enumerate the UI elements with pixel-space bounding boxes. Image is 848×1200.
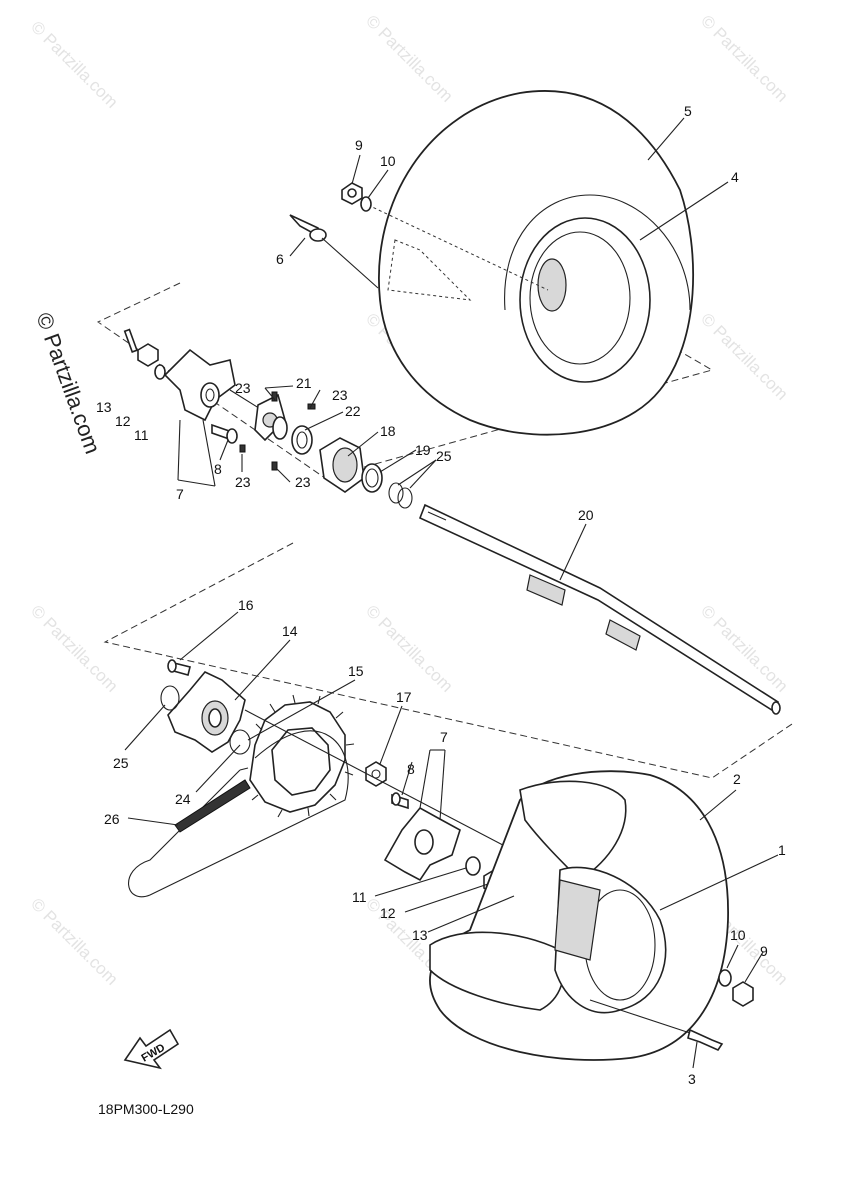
tire-hidden-edge [387, 239, 472, 301]
hub-7-top [163, 348, 236, 422]
watermark: © Partzilla.com [362, 11, 456, 105]
callout-23-d: 23 [295, 474, 311, 490]
callout-16: 16 [238, 597, 254, 613]
callout-10-top: 10 [380, 153, 396, 169]
callout-11-top: 11 [134, 427, 149, 443]
screw-23-c [239, 444, 246, 453]
tire-sidewall [504, 194, 691, 311]
oil-seal-22 [272, 416, 288, 440]
callout-12-bottom: 12 [380, 905, 396, 921]
callout-labels: 1 2 3 4 5 6 7 7 8 8 9 9 10 10 11 11 12 1… [96, 103, 786, 1087]
sprocket-15 [239, 694, 355, 818]
watermark: © Partzilla.com [697, 309, 791, 403]
callout-23-a: 23 [235, 380, 251, 396]
watermark: © Partzilla.com [27, 17, 121, 111]
callout-20: 20 [578, 507, 594, 523]
callout-24: 24 [175, 791, 191, 807]
rear-axle-20 [418, 503, 781, 715]
callout-5: 5 [684, 103, 692, 119]
callout-23-b: 23 [332, 387, 348, 403]
upper-tire-assembly [367, 90, 695, 436]
wheel-rim-inner [529, 231, 631, 365]
callout-2: 2 [733, 771, 741, 787]
watermark: © Partzilla.com [27, 894, 121, 988]
callout-7-top: 7 [176, 486, 184, 502]
callout-10-bottom: 10 [730, 927, 746, 943]
callout-1: 1 [778, 842, 786, 858]
wheel-hub-face [537, 258, 567, 312]
callout-14: 14 [282, 623, 298, 639]
o-ring-25-lower [160, 685, 180, 711]
callout-13-bottom: 13 [412, 927, 428, 943]
nut-9-bottom [732, 981, 754, 1007]
washer-11-top [154, 364, 166, 380]
nut-17 [365, 761, 387, 787]
callout-15: 15 [348, 663, 364, 679]
callout-8-bottom: 8 [407, 761, 415, 777]
callout-17: 17 [396, 689, 412, 705]
washer-11-bottom [465, 856, 481, 876]
callout-25-bottom: 25 [113, 755, 129, 771]
oil-seal-19 [361, 463, 383, 493]
lower-hub-assembly [160, 659, 251, 755]
callout-11-bottom: 11 [352, 889, 367, 905]
callout-3: 3 [688, 1071, 696, 1087]
callout-9-bottom: 9 [760, 943, 768, 959]
callout-9-top: 9 [355, 137, 363, 153]
drive-chain-26 [128, 730, 349, 898]
callout-23-c: 23 [235, 474, 251, 490]
callout-8-top: 8 [214, 461, 222, 477]
callout-25-top: 25 [436, 448, 452, 464]
valve-stem-6 [289, 214, 379, 289]
o-ring-25-a [388, 482, 404, 504]
callout-13-top: 13 [96, 399, 112, 415]
lower-tire-assembly [429, 770, 754, 1061]
watermark: © Partzilla.com [697, 11, 791, 105]
tire-bead-top [519, 780, 627, 882]
screw-23-b [307, 403, 316, 410]
callout-7-bottom: 7 [440, 729, 448, 745]
nut-12-top [137, 343, 159, 367]
o-ring-24 [229, 729, 251, 755]
o-ring-25-b [397, 487, 413, 509]
bearing-22 [291, 425, 313, 455]
callout-6: 6 [276, 251, 284, 267]
washer-10-top [360, 196, 372, 212]
callout-18: 18 [380, 423, 396, 439]
callout-12-top: 12 [115, 413, 131, 429]
callout-26: 26 [104, 811, 120, 827]
callout-21: 21 [296, 375, 312, 391]
diagram-code: 18PM300-L290 [98, 1101, 194, 1117]
upper-hub-assembly [123, 328, 413, 509]
screw-23-d [271, 461, 278, 471]
watermark: © Partzilla.com [362, 601, 456, 695]
callout-19: 19 [415, 442, 431, 458]
watermark: © Partzilla.com [27, 601, 121, 695]
leader-lines [124, 117, 779, 1069]
callout-4: 4 [731, 169, 739, 185]
lower-assembly-outline [103, 542, 796, 779]
valve-stem-3 [687, 1028, 724, 1052]
washer-10-bottom [718, 969, 732, 987]
callout-22: 22 [345, 403, 361, 419]
side-watermark: © Partzilla.com [31, 309, 105, 457]
cotter-pin-13-top [123, 328, 138, 353]
fwd-arrow-icon: FWD [123, 1028, 180, 1070]
